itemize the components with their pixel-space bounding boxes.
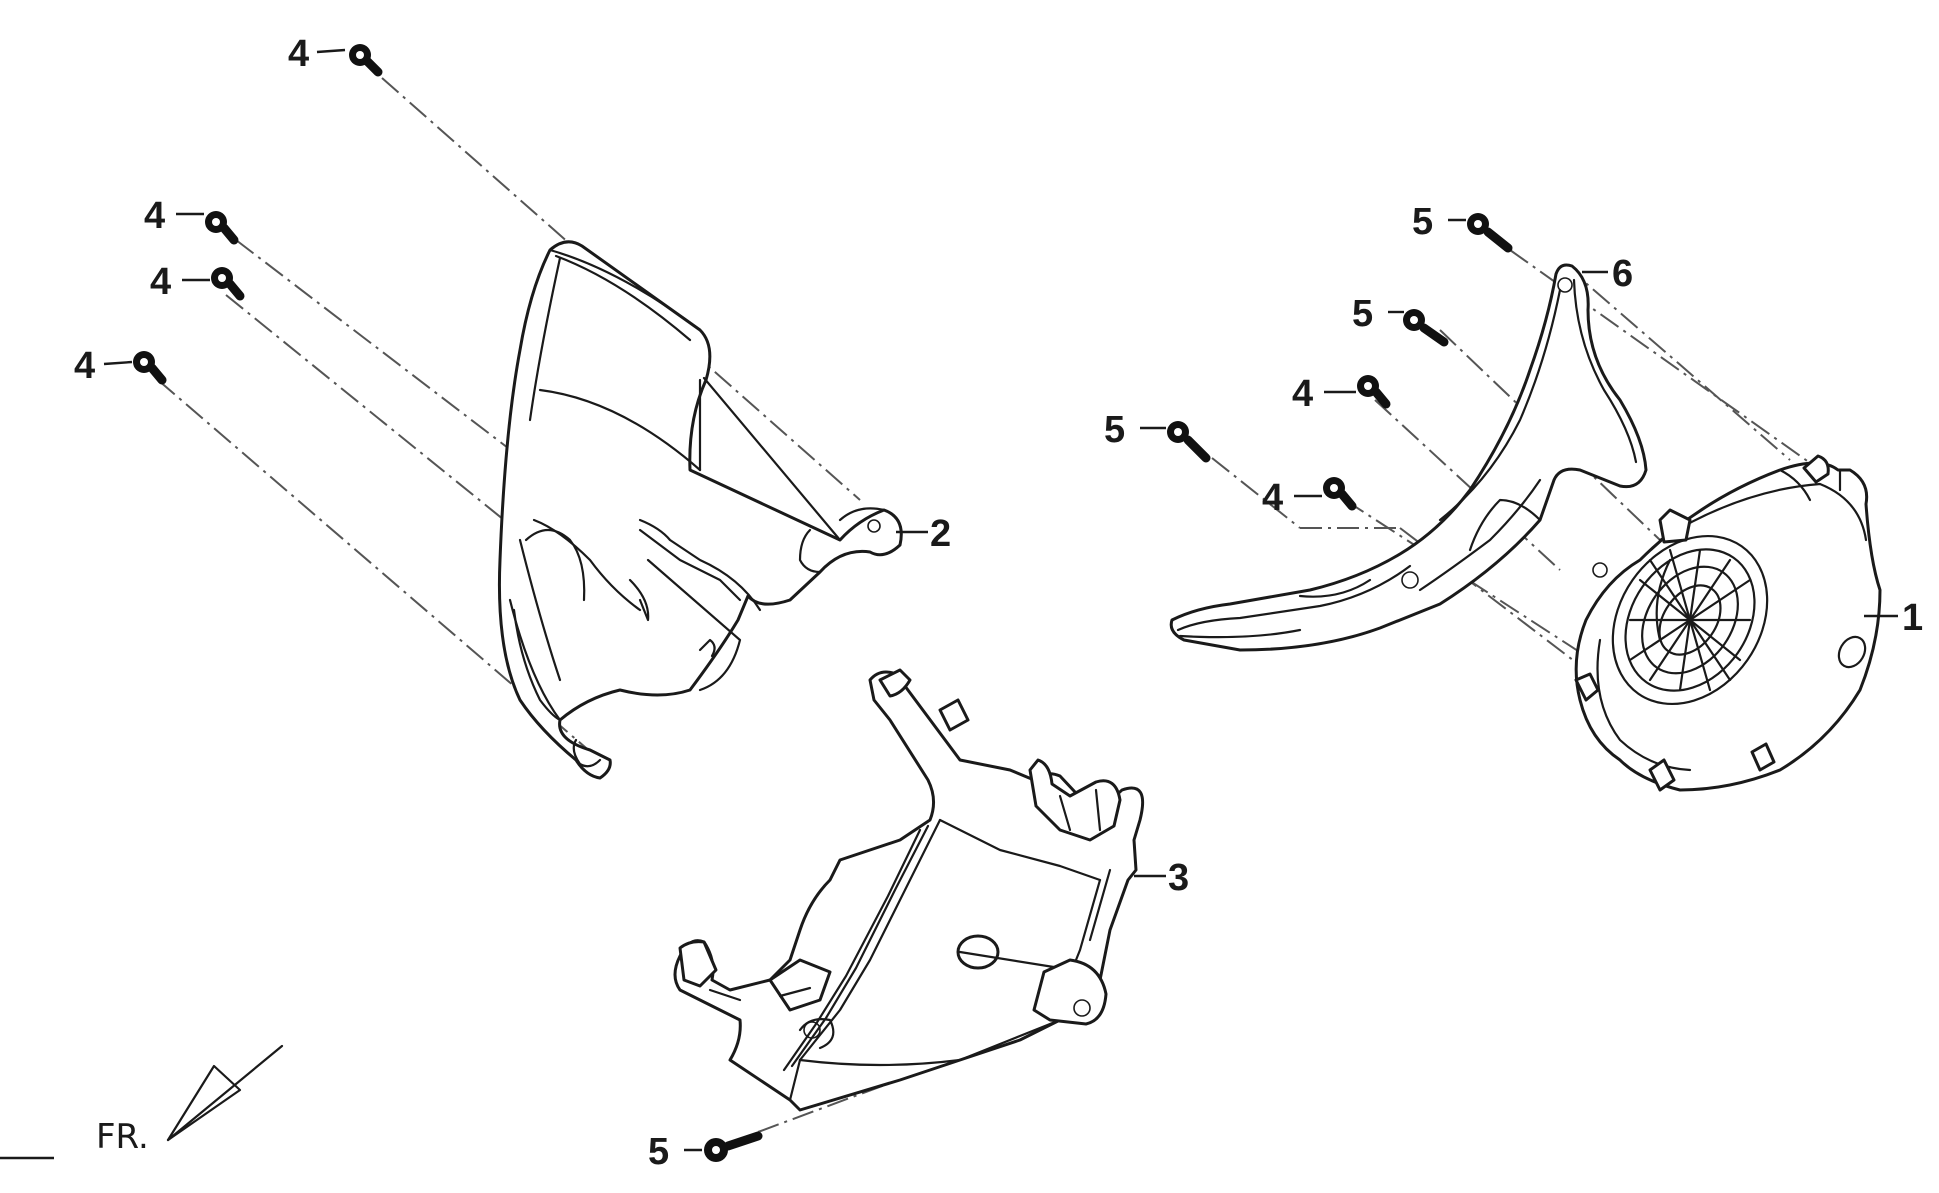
front-arrow-icon	[166, 1044, 284, 1142]
callout-bolt-4c: 4	[150, 261, 171, 303]
bolt-5c	[1167, 421, 1211, 463]
callout-bolt-5d: 5	[648, 1131, 669, 1173]
bolt-4d	[133, 351, 167, 385]
callout-bolt-4f: 4	[1262, 477, 1283, 519]
bolt-4b	[205, 211, 239, 245]
callout-bolt-4a: 4	[288, 33, 309, 75]
callout-bolt-5b: 5	[1352, 293, 1373, 335]
part-3-housing	[673, 668, 1145, 1112]
part-6-bracket	[1169, 263, 1648, 652]
bolt-4c	[211, 267, 245, 301]
part-2-cover	[497, 240, 903, 780]
bolt-5d	[704, 1131, 763, 1162]
fr-label: FR.	[96, 1117, 149, 1157]
callout-part-2: 2	[930, 513, 951, 555]
bolt-4a	[349, 44, 383, 77]
callout-part-1: 1	[1902, 597, 1923, 639]
callout-part-3: 3	[1168, 857, 1189, 899]
callout-part-6: 6	[1612, 253, 1633, 295]
bolt-5a	[1467, 213, 1513, 253]
callout-leaders	[103, 48, 1898, 1152]
bolt-4f	[1323, 477, 1357, 511]
bolt-4e	[1357, 375, 1391, 409]
callout-labels: 4 4 4 4 2 3 5 5 6 5 4 5 4 1	[74, 33, 1923, 1173]
callout-bolt-4d: 4	[74, 345, 95, 387]
callout-bolt-5c: 5	[1104, 409, 1125, 451]
bolts	[133, 44, 1513, 1162]
callout-bolt-5a: 5	[1412, 201, 1433, 243]
callout-bolt-4e: 4	[1292, 373, 1313, 415]
front-direction-indicator: FR.	[0, 1044, 284, 1160]
bolt-5b	[1403, 309, 1449, 347]
part-1-fan-shroud	[1574, 454, 1882, 792]
callout-bolt-4b: 4	[144, 195, 165, 237]
